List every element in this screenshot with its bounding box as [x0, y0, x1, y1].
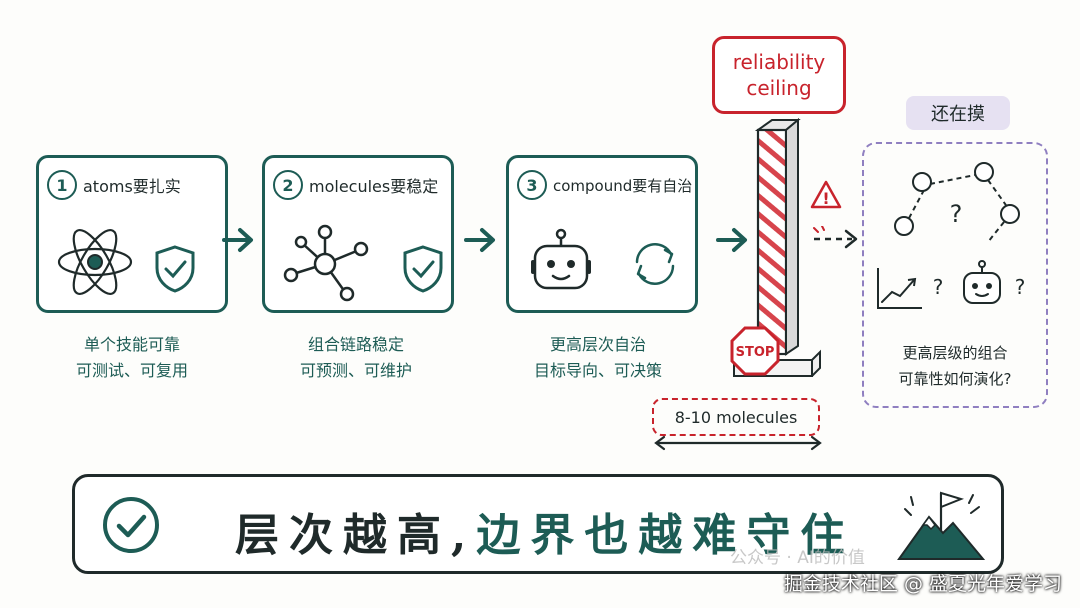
step-title-text: atoms要扎实: [83, 177, 181, 196]
step-title: 2 molecules要稳定: [273, 170, 447, 200]
step-description-compound: 更高层次自治 目标导向、可决策: [533, 335, 662, 380]
svg-text:?: ?: [950, 200, 963, 228]
step-description-atoms: 单个技能可靠 可测试、可复用: [75, 335, 188, 380]
step-title-text: compound要有自治: [553, 176, 693, 195]
dashed-arrow-icon: [813, 226, 858, 249]
step-number-badge: 3: [517, 170, 547, 200]
watermark-secondary: 公众号 · AI的价值: [730, 548, 865, 568]
unknown-description: 更高层级的组合 可靠性如何演化?: [898, 344, 1012, 388]
unknown-region: [862, 142, 1048, 408]
robot-icon: ?: [963, 260, 1026, 304]
step-title-text: molecules要稳定: [309, 177, 439, 196]
molecule-icon: [283, 224, 369, 302]
step-card-atoms: 1 atoms要扎实: [36, 155, 228, 313]
conclusion-banner: 层次越高,边界也越难守住: [72, 474, 1004, 574]
trend-chart-icon: ?: [877, 268, 944, 309]
step-description-molecules: 组合链路稳定 可预测、可维护: [299, 335, 412, 380]
stop-sign-icon: STOP: [730, 326, 780, 376]
mountain-flag-icon: [897, 491, 986, 560]
step-card-molecules: 2 molecules要稳定: [262, 155, 454, 313]
arrow-right-icon: [222, 228, 253, 252]
svg-text:!: !: [822, 189, 829, 208]
refresh-cycle-icon: [635, 243, 675, 285]
svg-text:?: ?: [933, 275, 944, 299]
arrow-right-icon: [464, 228, 495, 252]
watermark: 掘金技术社区 @ 盛夏光年爱学习: [783, 573, 1062, 595]
shield-check-icon: [155, 245, 195, 293]
conclusion-text: 层次越高,边界也越难守住: [235, 510, 855, 561]
step-number-badge: 2: [273, 170, 303, 200]
still-exploring-tag: 还在摸: [906, 96, 1010, 130]
svg-text:?: ?: [1015, 275, 1026, 299]
step-title: 1 atoms要扎实: [47, 170, 221, 200]
warning-icon: !: [810, 180, 842, 209]
arrow-right-icon: [716, 228, 747, 252]
robot-icon: [531, 228, 591, 290]
step-number-badge: 1: [47, 170, 77, 200]
check-circle-icon: [103, 497, 159, 553]
molecule-limit-label: 8-10 molecules: [652, 398, 820, 436]
step-card-compound: 3 compound要有自治: [506, 155, 698, 313]
atom-icon: [57, 229, 133, 295]
network-graph-icon: ?: [894, 162, 1020, 243]
shield-check-icon: [403, 245, 443, 293]
step-title: 3 compound要有自治: [517, 170, 693, 200]
stop-sign-label: STOP: [736, 345, 775, 360]
double-arrow-icon: [654, 435, 822, 451]
reliability-ceiling-sign: reliability ceiling: [712, 36, 846, 114]
